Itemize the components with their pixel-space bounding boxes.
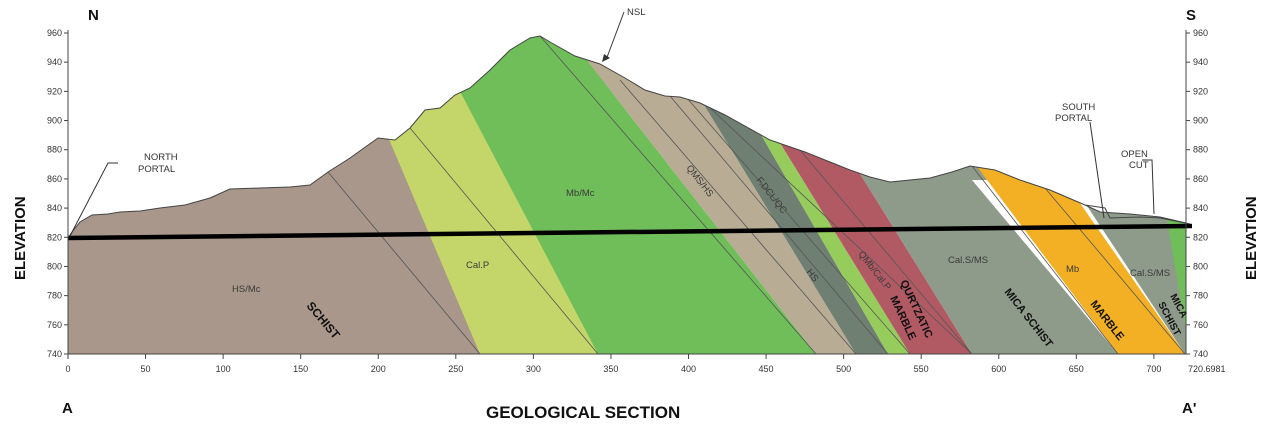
unit-label-mb-mc: Mb/Mc xyxy=(566,188,595,199)
y-right-tick-label-860: 860 xyxy=(1193,174,1208,184)
x-tick-label-350: 350 xyxy=(603,364,618,374)
y-left-tick-label-800: 800 xyxy=(47,261,62,271)
unit-label-cal-s-ms-2: Cal.S/MS xyxy=(1130,268,1170,279)
end-point-label: A' xyxy=(1182,400,1196,417)
y-axis-right-ticks: 740 760 780 800 820 840 860 880 900 920 940 960 xyxy=(1186,28,1208,359)
north-label: N xyxy=(88,7,99,24)
y-left-tick-label-840: 840 xyxy=(47,203,62,213)
y-left-tick-label-760: 760 xyxy=(47,320,62,330)
x-axis-ticks: 0 50 100 150 200 250 300 350 400 450 500 550 600 650 7… xyxy=(65,354,1161,374)
mb-marble-unit xyxy=(972,160,1185,354)
x-tick-label-700: 700 xyxy=(1146,364,1161,374)
contact-lines xyxy=(327,36,1186,354)
x-tick-label-100: 100 xyxy=(216,364,231,374)
y-left-tick-label-900: 900 xyxy=(47,116,62,126)
y-left-tick-label-740: 740 xyxy=(47,349,62,359)
x-tick-label-200: 200 xyxy=(371,364,386,374)
unit-label-mb: Mb xyxy=(1066,264,1079,275)
annotation-open-cut-line1: OPEN xyxy=(1121,149,1148,160)
x-tick-label-150: 150 xyxy=(293,364,308,374)
annotation-south-portal-line1: SOUTH xyxy=(1062,102,1095,113)
x-tick-label-250: 250 xyxy=(448,364,463,374)
nsl-arrowhead xyxy=(602,54,610,62)
x-tick-label-650: 650 xyxy=(1069,364,1084,374)
annotation-open-cut-line2: CUT xyxy=(1129,160,1149,171)
annotation-north-portal-line2: PORTAL xyxy=(138,164,175,175)
unit-label-hs-mc: HS/Mc xyxy=(232,284,261,295)
unit-label-cal-s-ms-1: Cal.S/MS xyxy=(948,255,988,266)
south-portal-leader xyxy=(1089,121,1105,219)
y-left-tick-label-960: 960 xyxy=(47,28,62,38)
y-left-tick-label-880: 880 xyxy=(47,145,62,155)
elevation-label-right: ELEVATION xyxy=(1243,196,1260,280)
elevation-label-left: ELEVATION xyxy=(12,196,29,280)
x-tick-label-450: 450 xyxy=(759,364,774,374)
x-tick-label-550: 550 xyxy=(914,364,929,374)
y-right-tick-label-900: 900 xyxy=(1193,116,1208,126)
y-left-tick-label-860: 860 xyxy=(47,174,62,184)
unit-label-cal-p: Cal.P xyxy=(466,260,489,271)
mb-mc-unit xyxy=(412,36,816,354)
annotation-nsl: NSL xyxy=(627,7,645,18)
y-right-tick-label-780: 780 xyxy=(1193,291,1208,301)
y-left-tick-label-820: 820 xyxy=(47,232,62,242)
ground-surface xyxy=(67,35,1187,239)
y-right-tick-label-880: 880 xyxy=(1193,145,1208,155)
north-portal-leader xyxy=(69,162,118,237)
x-tick-label-500: 500 xyxy=(836,364,851,374)
y-right-tick-label-800: 800 xyxy=(1193,261,1208,271)
y-right-tick-label-960: 960 xyxy=(1193,28,1208,38)
x-tick-label-50: 50 xyxy=(141,364,151,374)
y-right-tick-label-840: 840 xyxy=(1193,203,1208,213)
y-right-tick-label-820: 820 xyxy=(1193,232,1208,242)
y-left-tick-label-780: 780 xyxy=(47,291,62,301)
y-left-tick-label-940: 940 xyxy=(47,57,62,67)
open-cut-leader xyxy=(1142,159,1155,215)
y-right-tick-label-940: 940 xyxy=(1193,57,1208,67)
figure-title: GEOLOGICAL SECTION xyxy=(486,403,680,422)
x-end-tick-label: 720.6981 xyxy=(1188,364,1226,374)
south-label: S xyxy=(1186,7,1196,24)
y-right-tick-label-920: 920 xyxy=(1193,86,1208,96)
y-left-tick-label-920: 920 xyxy=(47,86,62,96)
annotation-north-portal-line1: NORTH xyxy=(144,152,178,163)
axes xyxy=(67,30,1187,355)
open-cut-surface xyxy=(1084,204,1191,225)
qms-hs-unit xyxy=(540,36,856,354)
nsl-leader xyxy=(605,11,625,61)
y-axis-left-ticks: 740 760 780 800 820 840 860 880 900 920 940 960 xyxy=(47,28,68,359)
x-tick-label-300: 300 xyxy=(526,364,541,374)
y-right-tick-label-740: 740 xyxy=(1193,349,1208,359)
y-right-tick-label-760: 760 xyxy=(1193,320,1208,330)
start-point-label: A xyxy=(62,400,73,417)
tunnel-alignment-line xyxy=(67,223,1193,241)
rock-units xyxy=(68,36,1186,354)
x-tick-label-400: 400 xyxy=(681,364,696,374)
x-tick-label-0: 0 xyxy=(65,364,70,374)
x-tick-label-600: 600 xyxy=(991,364,1006,374)
annotation-south-portal-line2: PORTAL xyxy=(1055,113,1092,124)
